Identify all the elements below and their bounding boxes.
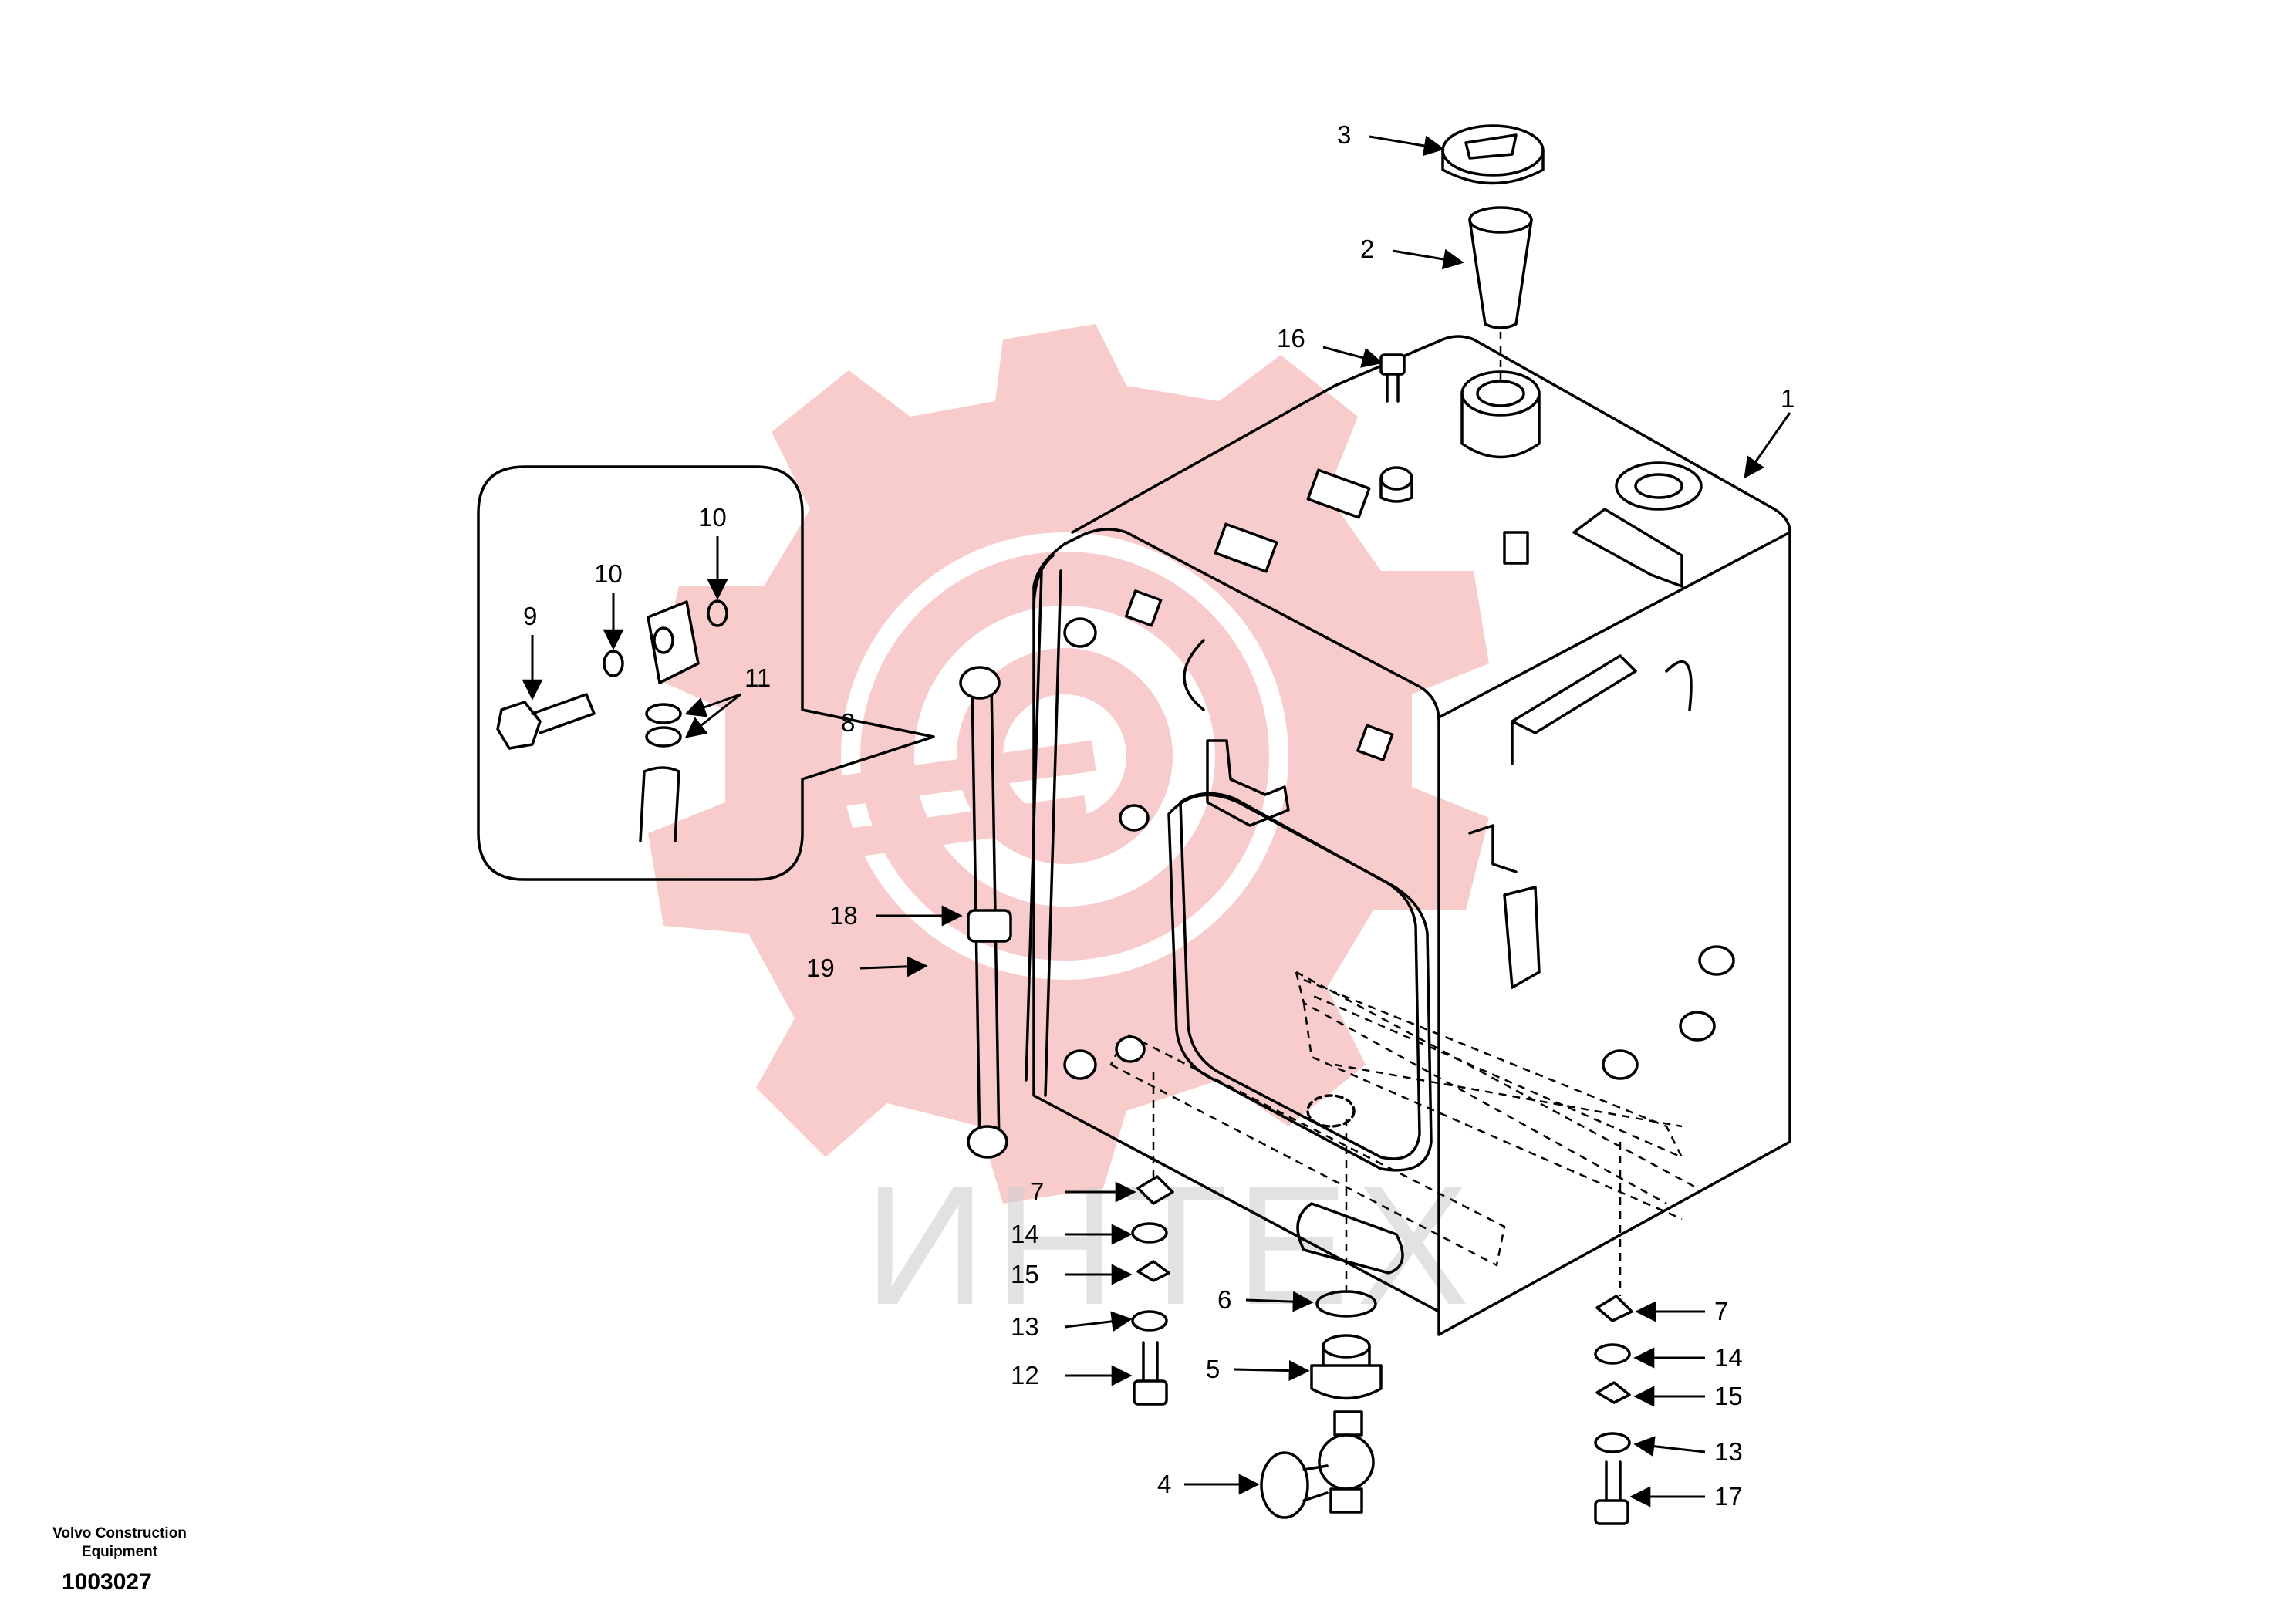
callout-10a: 10 — [698, 503, 727, 532]
callout-3: 3 — [1337, 120, 1351, 149]
callout-15b: 15 — [1714, 1382, 1743, 1410]
watermark-logo — [648, 324, 1489, 1204]
callout-7b: 7 — [1714, 1297, 1728, 1325]
callout-13b: 13 — [1714, 1437, 1743, 1466]
callout-8: 8 — [841, 708, 855, 737]
banjo-bolt-part — [496, 693, 596, 750]
callout-18: 18 — [829, 901, 858, 930]
strainer-part — [1468, 206, 1533, 386]
callout-4: 4 — [1157, 1470, 1171, 1498]
callout-12: 12 — [1011, 1361, 1039, 1389]
callout-5: 5 — [1206, 1355, 1220, 1383]
callout-16: 16 — [1277, 324, 1305, 353]
callout-14a: 14 — [1011, 1220, 1039, 1248]
callout-15a: 15 — [1011, 1260, 1039, 1288]
callout-14b: 14 — [1714, 1343, 1743, 1372]
brand-caption: Volvo Construction Equipment — [31, 1524, 208, 1562]
callout-17: 17 — [1714, 1482, 1743, 1511]
callout-1: 1 — [1781, 384, 1795, 413]
drain-assembly — [1260, 1119, 1383, 1519]
detail-inset — [477, 465, 935, 881]
o-ring-11b — [645, 726, 682, 748]
callout-9: 9 — [523, 602, 537, 630]
watermark-text: ИНТЕХ — [864, 1150, 1477, 1340]
hydraulic-tank — [1032, 335, 1791, 1336]
o-ring-10a — [603, 650, 624, 677]
filler-cap-part — [1441, 124, 1545, 185]
callout-labels: 3 2 16 1 10 10 9 11 8 18 19 7 14 15 13 1… — [523, 120, 1795, 1511]
o-ring-10b — [707, 599, 728, 627]
brand-line-2: Equipment — [81, 1544, 158, 1560]
hardware-left-stack — [1131, 1072, 1174, 1406]
callout-19: 19 — [806, 954, 835, 982]
seal-6 — [1315, 1290, 1377, 1318]
callout-leaders — [522, 135, 1791, 1508]
drawing-number: 1003027 — [62, 1569, 152, 1595]
callout-10b: 10 — [594, 559, 623, 588]
callout-11: 11 — [745, 663, 771, 692]
callout-7a: 7 — [1030, 1177, 1044, 1206]
brand-line-1: Volvo Construction — [52, 1525, 187, 1541]
callout-13a: 13 — [1011, 1312, 1039, 1341]
callout-6: 6 — [1217, 1285, 1231, 1314]
level-gauge-assembly — [959, 569, 1062, 1159]
o-ring-11a — [645, 703, 682, 724]
hardware-right-stack — [1594, 1142, 1633, 1525]
callout-2: 2 — [1360, 235, 1374, 263]
screw-16-part — [1379, 353, 1413, 503]
